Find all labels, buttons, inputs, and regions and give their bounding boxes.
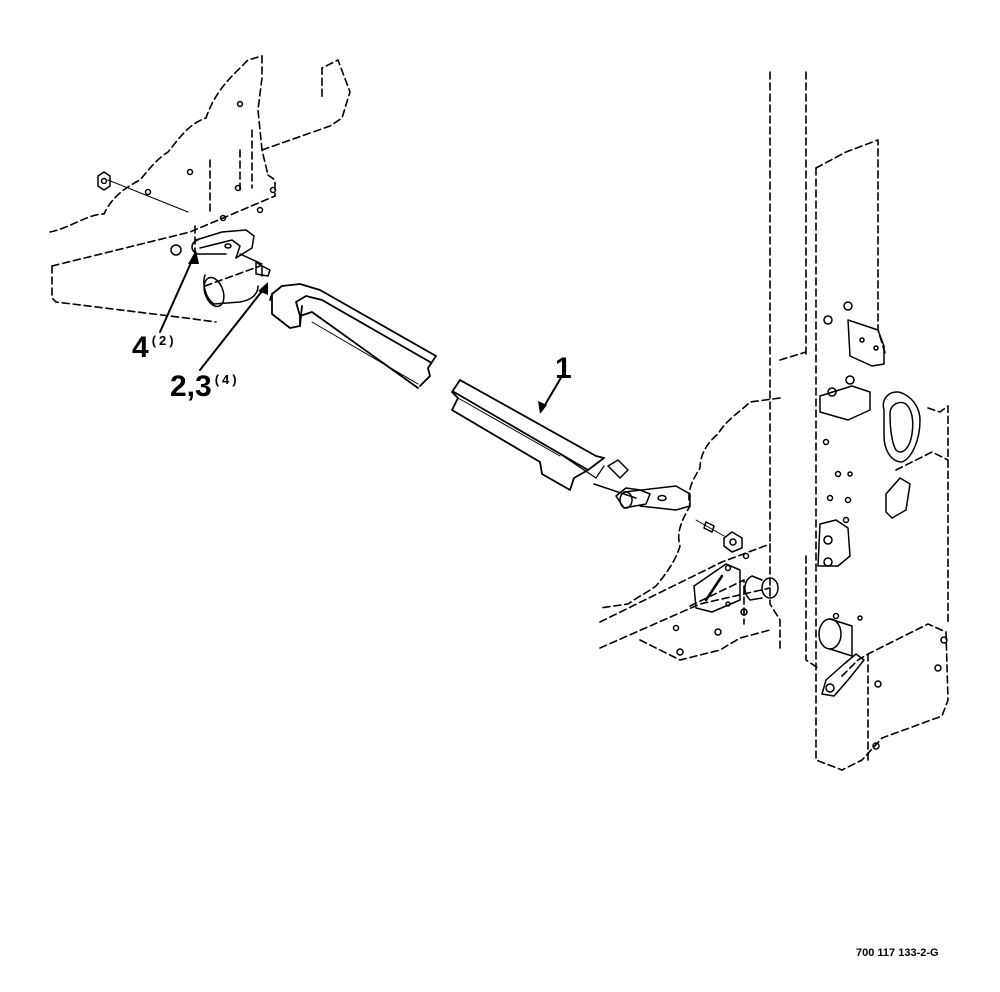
tube-right-section <box>451 379 605 491</box>
callout-item-2-3: 2,3(4) <box>170 372 240 402</box>
figure-id: 700 117 133-2-G <box>856 947 939 959</box>
callout-item-1-number: 1 <box>555 352 572 385</box>
arrowhead-item-1 <box>538 401 547 414</box>
leader-item-2-3 <box>199 285 267 371</box>
tube-left-section <box>269 283 437 389</box>
right-clevis-hardware <box>593 459 743 553</box>
callout-item-4-number: 4 <box>132 331 149 364</box>
callout-item-4: 4(2) <box>132 333 177 363</box>
right-frame-details <box>672 301 948 750</box>
left-frame <box>49 55 351 323</box>
arrowhead-item-2-3 <box>258 282 268 295</box>
arrowhead-item-4 <box>188 250 199 264</box>
callout-item-2-3-qty: (4) <box>214 372 240 387</box>
leader-item-4 <box>159 255 195 333</box>
callout-item-2-3-number: 2,3 <box>170 370 212 403</box>
left-bracket-details <box>97 100 277 308</box>
callout-item-1: 1 <box>555 354 572 384</box>
leader-arrowheads <box>188 250 547 414</box>
right-frame <box>599 71 949 771</box>
callout-item-4-qty: (2) <box>151 333 177 348</box>
